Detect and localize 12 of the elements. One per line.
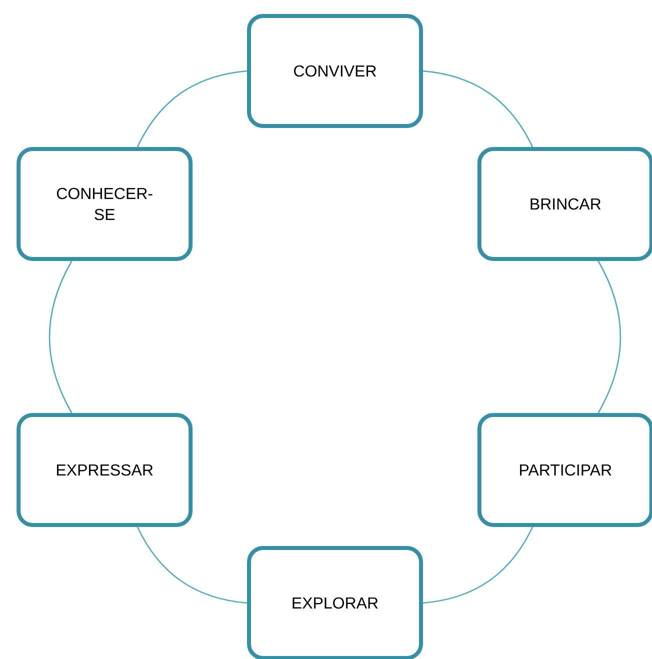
rounded-box: BRINCAR [477, 147, 652, 261]
connector-arc [136, 526, 248, 604]
rounded-box: PARTICIPAR [477, 413, 652, 527]
connector-arc [422, 526, 534, 604]
rounded-box: CONHECER-SE [16, 147, 193, 261]
connector-arc [422, 70, 534, 148]
connector-arc [136, 70, 248, 148]
connector-arc [598, 260, 622, 414]
rounded-box: EXPRESSAR [16, 413, 193, 527]
connector-arc [48, 260, 72, 414]
rounded-box: EXPLORAR [247, 546, 423, 659]
rounded-box: CONVIVER [247, 14, 423, 128]
